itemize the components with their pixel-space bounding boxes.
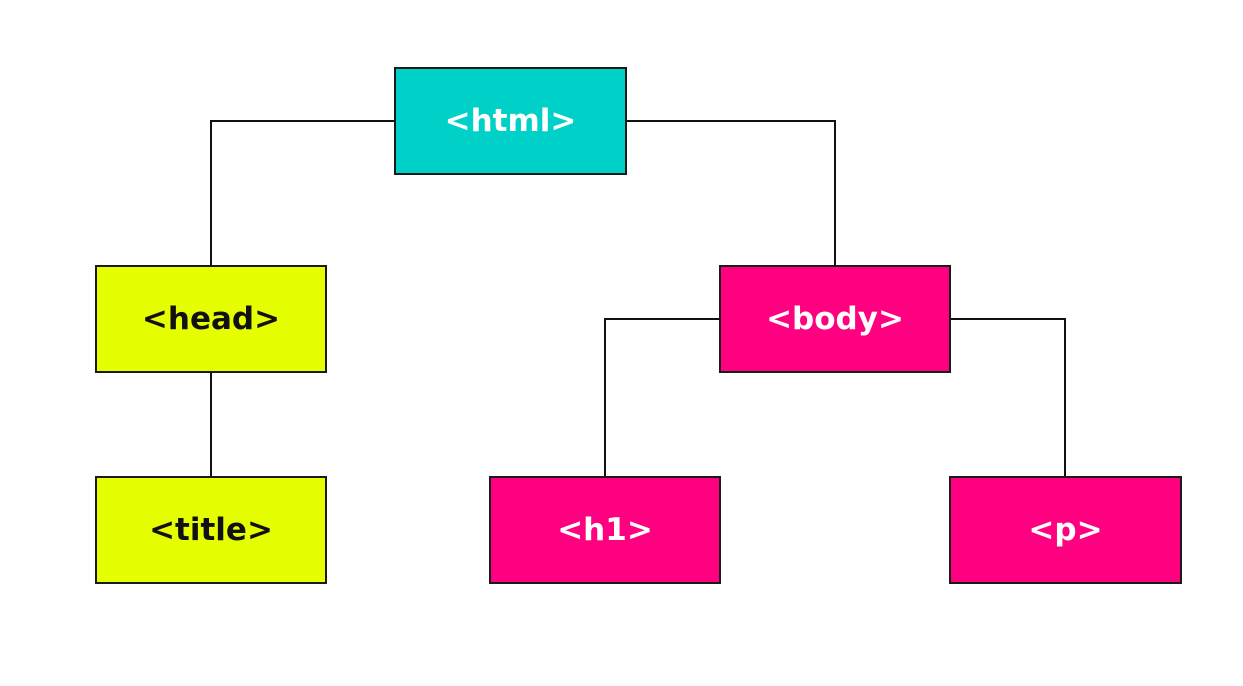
head-node-label: <head>	[141, 300, 281, 337]
p-node-label: <p>	[1028, 511, 1103, 548]
edge-body-h1	[604, 318, 719, 476]
h1-node: <h1>	[489, 476, 721, 584]
head-node: <head>	[95, 265, 327, 373]
html-node-label: <html>	[444, 102, 577, 139]
html-node: <html>	[394, 67, 627, 175]
edge-html-head	[210, 120, 394, 265]
body-node-label: <body>	[766, 300, 904, 337]
edge-body-p	[951, 318, 1066, 476]
body-node: <body>	[719, 265, 951, 373]
h1-node-label: <h1>	[557, 511, 653, 548]
edge-html-body	[627, 120, 836, 265]
title-node-label: <title>	[149, 511, 273, 548]
title-node: <title>	[95, 476, 327, 584]
p-node: <p>	[949, 476, 1182, 584]
